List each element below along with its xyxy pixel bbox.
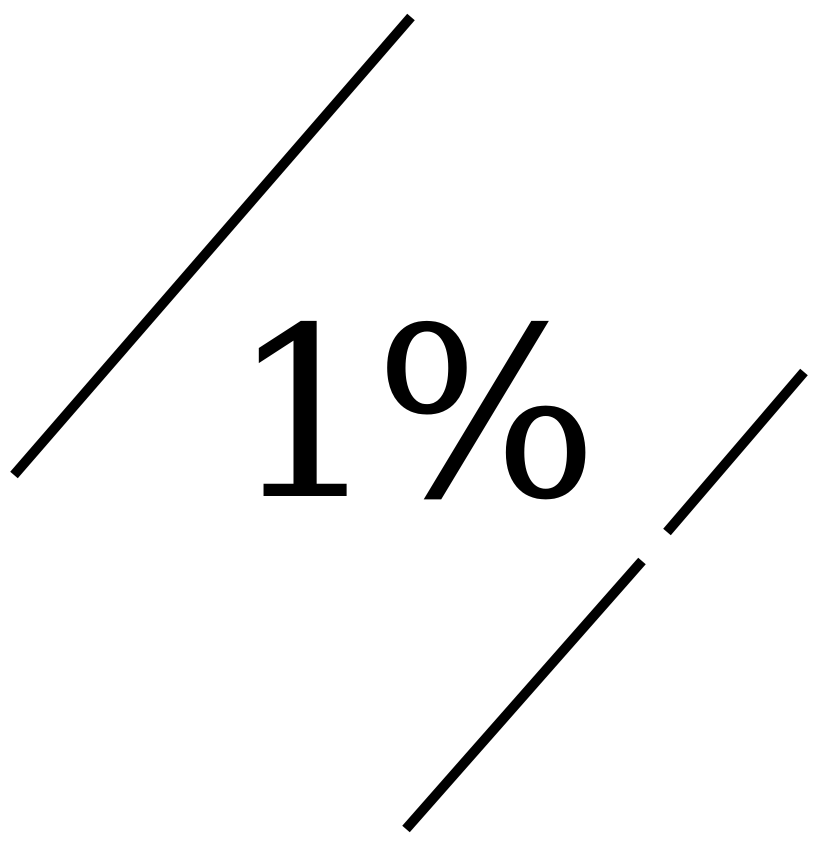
one-percent-label: 1% [230, 277, 598, 552]
lower-right-slash-line-bottom-segment [402, 557, 646, 833]
lower-right-slash-line-top-segment [663, 368, 808, 536]
upper-left-slash-line [10, 13, 415, 479]
